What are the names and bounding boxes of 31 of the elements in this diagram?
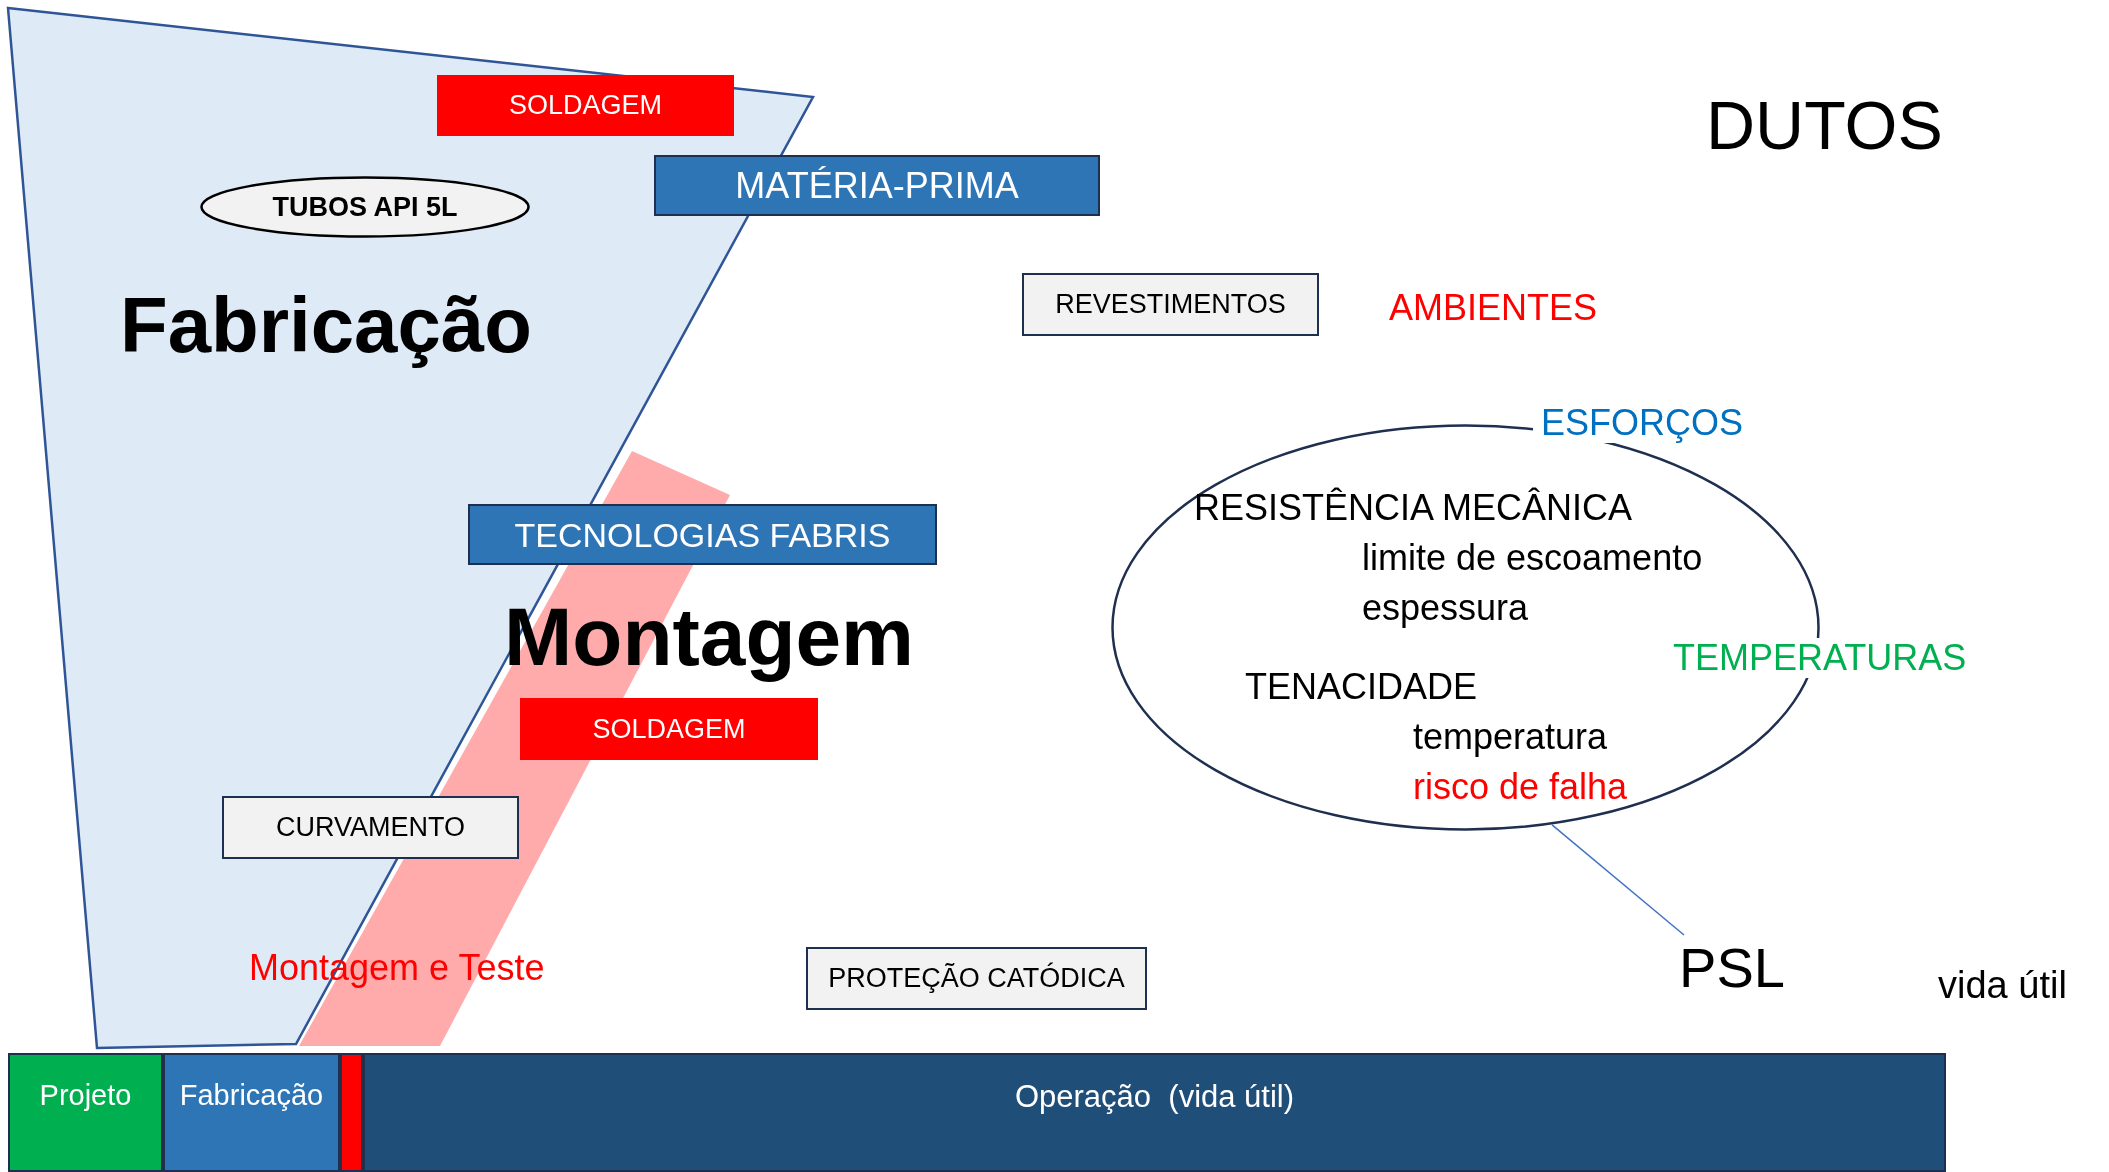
leader-line: [1551, 824, 1685, 936]
label-box: [1022, 273, 1319, 336]
property-item: espessura: [1362, 590, 1529, 626]
factor-label: AMBIENTES: [1389, 288, 1598, 328]
label-box: [363, 1053, 1946, 1172]
label-box: [8, 1053, 163, 1172]
box-text: SOLDAGEM: [592, 715, 746, 743]
box-text: PSL: [1679, 940, 1785, 996]
box-text: Operação (vida útil): [1014, 1081, 1295, 1112]
label-box: [520, 698, 818, 760]
label-box: [163, 1053, 340, 1172]
label-box: [654, 155, 1100, 216]
box-text: REVESTIMENTOS: [1055, 291, 1286, 318]
bar-segment: [340, 1053, 363, 1172]
property-item: limite de escoamento: [1362, 540, 1703, 576]
box-text: Fabricação: [179, 1081, 324, 1110]
box-text: CURVAMENTO: [276, 814, 465, 841]
box-text: TUBOS API 5L: [272, 193, 458, 221]
lifetime-label: vida útil: [1938, 965, 2067, 1007]
phase-label: Montagem: [504, 592, 914, 683]
title-text: DUTOS: [1706, 88, 1943, 163]
label-box: [468, 504, 937, 565]
box-text: Projeto: [39, 1081, 132, 1110]
box-text: SOLDAGEM: [508, 92, 662, 119]
box-text: TECNOLOGIAS FABRIS: [514, 517, 891, 552]
property-heading: TENACIDADE: [1245, 669, 1478, 705]
label-box: [806, 947, 1147, 1010]
box-text: MATÉRIA-PRIMA: [735, 167, 1019, 204]
property-item: risco de falha: [1413, 769, 1628, 805]
property-item: temperatura: [1413, 719, 1608, 755]
oval-box: [200, 176, 530, 238]
